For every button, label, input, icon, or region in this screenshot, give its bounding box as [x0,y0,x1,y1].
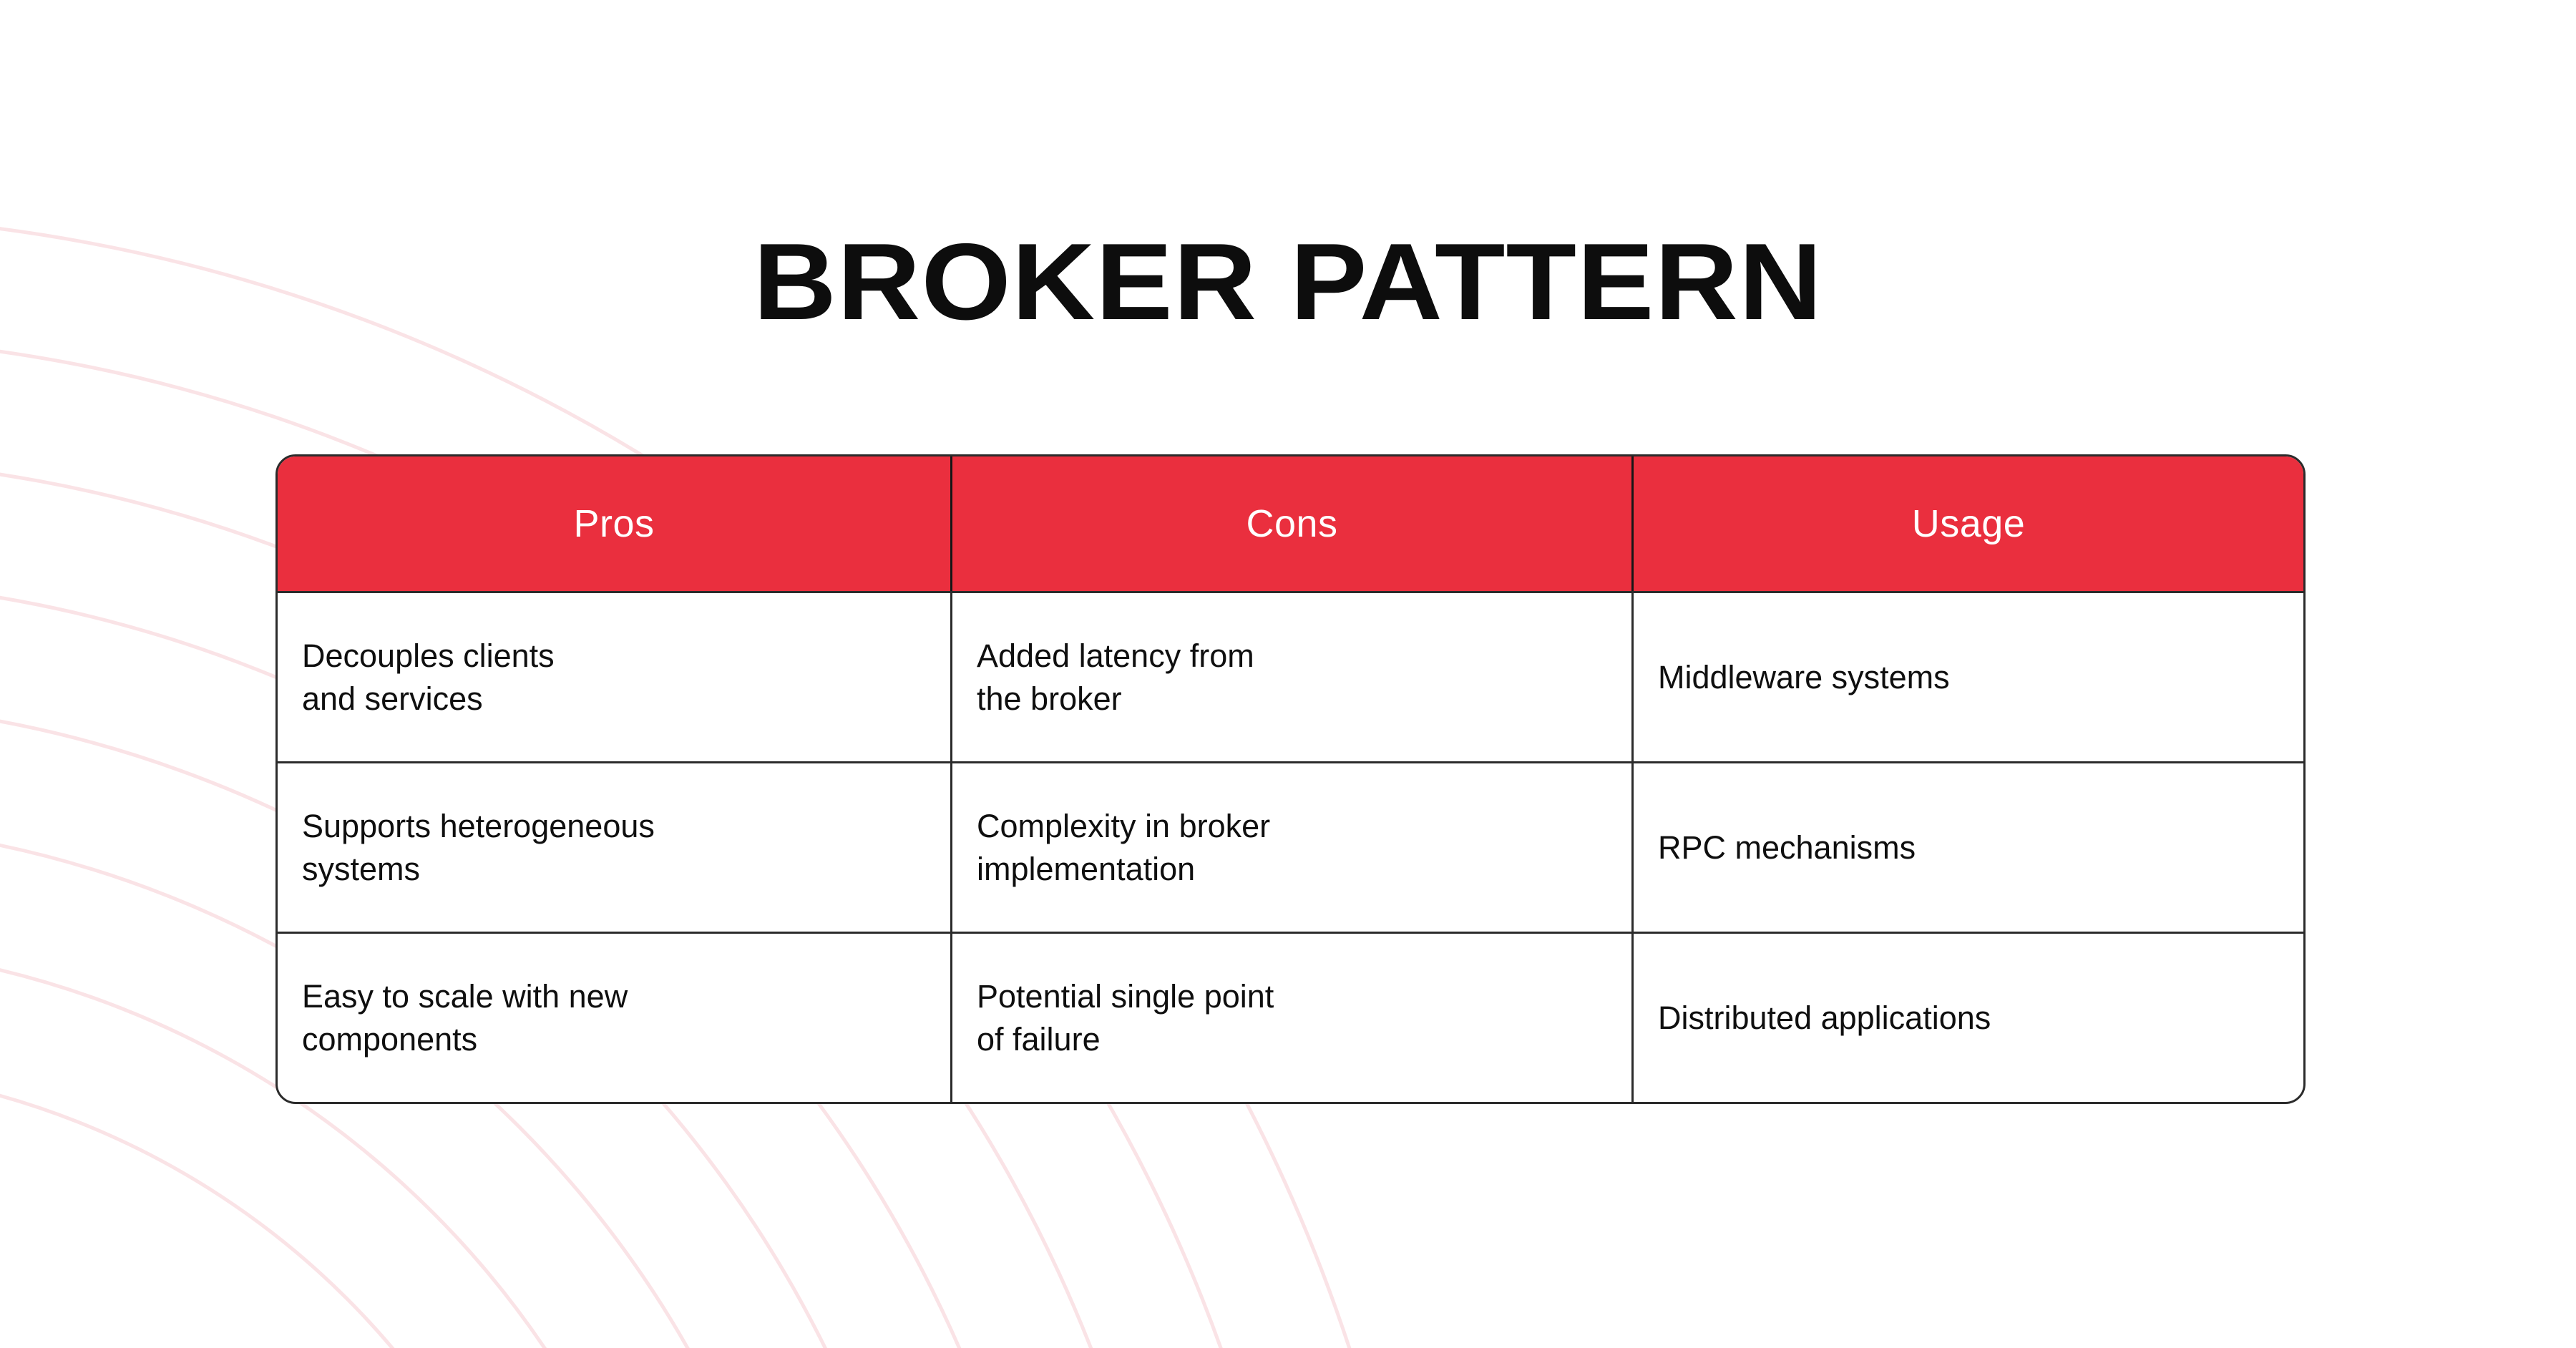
table-cell-usage: Middleware systems [1631,593,2303,761]
table-cell-text: Complexity in broker implementation [977,807,1271,887]
table-cell-cons: Added latency from the broker [950,593,1631,761]
table: Pros Cons Usage Decouples clients and se… [275,454,2306,1104]
page-title: BROKER PATTERN [753,221,1823,343]
column-header-cons: Cons [950,456,1631,591]
table-row: Supports heterogeneous systems Complexit… [278,761,2303,932]
table-cell-text: RPC mechanisms [1658,829,1916,866]
comparison-table: Pros Cons Usage Decouples clients and se… [275,454,2306,1104]
table-cell-text: Middleware systems [1658,658,1950,695]
table-header-row: Pros Cons Usage [278,456,2303,591]
table-cell-pros: Supports heterogeneous systems [278,763,950,932]
table-cell-usage: RPC mechanisms [1631,763,2303,932]
table-cell-pros: Easy to scale with new components [278,934,950,1102]
table-row: Easy to scale with new components Potent… [278,932,2303,1102]
table-cell-text: Supports heterogeneous systems [302,807,655,887]
column-header-cons-label: Cons [1246,502,1338,545]
table-cell-text: Distributed applications [1658,999,1991,1036]
table-cell-text: Easy to scale with new components [302,977,628,1058]
table-cell-cons: Complexity in broker implementation [950,763,1631,932]
column-header-pros-label: Pros [573,502,655,545]
table-cell-cons: Potential single point of failure [950,934,1631,1102]
table-cell-text: Added latency from the broker [977,637,1254,717]
table-cell-pros: Decouples clients and services [278,593,950,761]
column-header-usage-label: Usage [1911,502,2026,545]
table-cell-text: Potential single point of failure [977,977,1274,1058]
table-row: Decouples clients and services Added lat… [278,591,2303,761]
table-cell-text: Decouples clients and services [302,637,555,717]
table-cell-usage: Distributed applications [1631,934,2303,1102]
column-header-pros: Pros [278,456,950,591]
column-header-usage: Usage [1631,456,2303,591]
